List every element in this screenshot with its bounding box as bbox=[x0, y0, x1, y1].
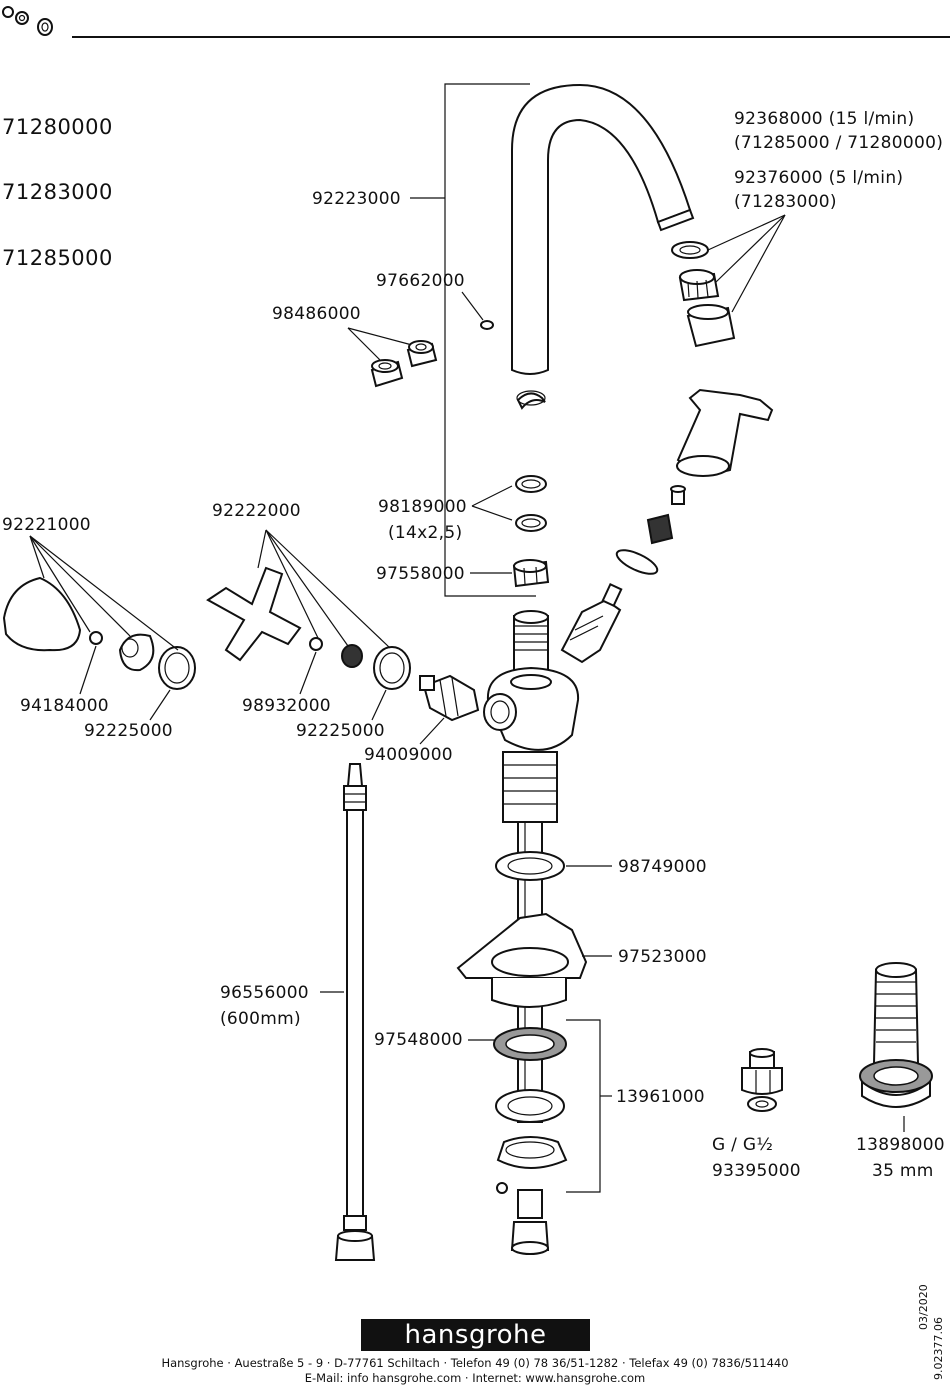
label-aerator-5-models: (71283000) bbox=[734, 192, 837, 212]
label-aerator-15-models: (71285000 / 71280000) bbox=[734, 133, 943, 153]
o-ring-1 bbox=[515, 475, 547, 493]
label-cross-ring: 92225000 bbox=[296, 721, 385, 741]
support-plate bbox=[456, 912, 588, 1008]
washer bbox=[495, 851, 565, 881]
spout-illustration bbox=[511, 83, 695, 375]
model-number-1: 71280000 bbox=[2, 115, 113, 139]
label-o-rings: 98189000 bbox=[378, 497, 467, 517]
label-lever-handle: 92221000 bbox=[2, 515, 91, 535]
right-handle-screw bbox=[670, 485, 686, 505]
right-cartridge bbox=[560, 582, 623, 664]
label-gasket: 97548000 bbox=[374, 1030, 463, 1050]
lever-handle bbox=[2, 576, 82, 652]
lever-adapter bbox=[118, 633, 155, 672]
aerator-insert bbox=[678, 269, 720, 302]
label-adapter-thread: G / G½ bbox=[712, 1135, 773, 1155]
label-mount-set: 13961000 bbox=[616, 1087, 705, 1107]
extension-piece bbox=[859, 962, 933, 1108]
aerator-sleeve bbox=[686, 304, 736, 348]
right-lever-handle bbox=[676, 388, 774, 477]
nut-2 bbox=[406, 340, 438, 368]
label-hose: 96556000 bbox=[220, 983, 309, 1003]
cross-adapter bbox=[341, 644, 363, 668]
document-code: 03/2020 9.02377.06 bbox=[917, 1250, 947, 1382]
small-screw bbox=[480, 320, 494, 330]
body-bottom-fitting bbox=[510, 1189, 550, 1255]
footer-address: Hansgrohe · Auestraße 5 - 9 · D-77761 Sc… bbox=[161, 1356, 789, 1370]
cross-screw bbox=[309, 637, 323, 651]
gasket bbox=[493, 1027, 567, 1061]
label-nuts: 98486000 bbox=[272, 304, 361, 324]
model-number-2: 71283000 bbox=[2, 180, 113, 204]
footer-contact: E-Mail: info hansgrohe.com · Internet: w… bbox=[304, 1371, 646, 1385]
aerator-ring bbox=[671, 241, 709, 259]
left-cartridge bbox=[419, 674, 480, 722]
label-lever-ring: 92225000 bbox=[84, 721, 173, 741]
label-washer: 98749000 bbox=[618, 857, 707, 877]
label-screw-small: 97662000 bbox=[376, 271, 465, 291]
doc-date: 03/2020 bbox=[917, 1284, 930, 1330]
retaining-clip bbox=[516, 390, 546, 410]
label-clip: 97558000 bbox=[376, 564, 465, 584]
doc-number: 9.02377.06 bbox=[932, 1317, 945, 1380]
label-aerator-5: 92376000 (5 l/min) bbox=[734, 168, 903, 188]
label-extension-length: 35 mm bbox=[872, 1161, 934, 1181]
lever-ring bbox=[158, 646, 196, 690]
label-hose-length: (600mm) bbox=[220, 1009, 301, 1029]
label-o-rings-size: (14x2,5) bbox=[388, 523, 462, 543]
cross-ring bbox=[373, 646, 411, 690]
label-cross-screw: 98932000 bbox=[242, 696, 331, 716]
label-plate: 97523000 bbox=[618, 947, 707, 967]
brand-logo: hansgrohe bbox=[361, 1319, 590, 1351]
mounting-ring bbox=[495, 1089, 565, 1123]
flow-clip bbox=[512, 559, 550, 588]
thread-adapter bbox=[741, 1048, 783, 1112]
label-spout: 92223000 bbox=[312, 189, 401, 209]
right-handle-ring bbox=[615, 549, 659, 575]
model-number-3: 71285000 bbox=[2, 246, 113, 270]
parts-icon bbox=[2, 6, 53, 36]
lever-screw bbox=[89, 631, 103, 645]
label-extension: 13898000 bbox=[856, 1135, 945, 1155]
label-lever-screw: 94184000 bbox=[20, 696, 109, 716]
cross-handle bbox=[206, 566, 302, 662]
nut-1 bbox=[370, 359, 404, 388]
label-adapter: 93395000 bbox=[712, 1161, 801, 1181]
right-handle-adapter bbox=[646, 513, 674, 545]
label-cross-handle: 92222000 bbox=[212, 501, 301, 521]
mounting-nut bbox=[496, 1136, 568, 1194]
connection-hose bbox=[334, 763, 376, 1261]
label-aerator-15: 92368000 (15 l/min) bbox=[734, 109, 914, 129]
label-cartridge: 94009000 bbox=[364, 745, 453, 765]
o-ring-2 bbox=[515, 514, 547, 532]
